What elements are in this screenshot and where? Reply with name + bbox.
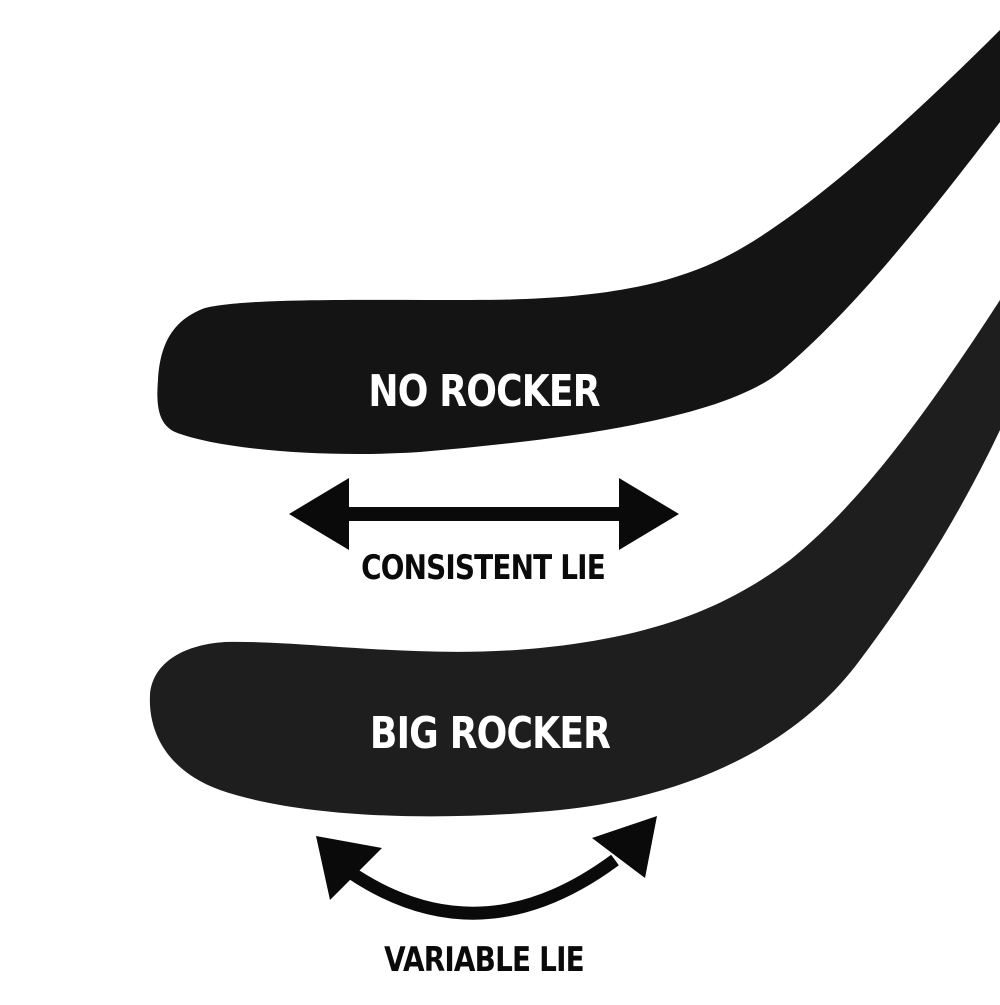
variable-lie-arrow-curve <box>346 854 619 920</box>
variable-lie-label: VARIABLE LIE <box>384 940 585 980</box>
big-rocker-stick-blade <box>149 300 1000 817</box>
consistent-lie-arrowhead-left <box>289 478 349 550</box>
consistent-lie-arrowhead-right <box>619 478 679 550</box>
variable-lie-arrowhead-right <box>592 816 657 878</box>
big-rocker-label: BIG ROCKER <box>369 708 611 759</box>
no-rocker-stick-blade <box>157 30 1000 454</box>
consistent-lie-arrow-shaft <box>335 507 633 521</box>
curved-double-arrow-icon <box>316 816 657 920</box>
double-arrow-horizontal-icon <box>289 478 679 550</box>
consistent-lie-label: CONSISTENT LIE <box>361 548 606 588</box>
no-rocker-label: NO ROCKER <box>368 366 600 417</box>
variable-lie-arrowhead-left <box>316 836 382 900</box>
